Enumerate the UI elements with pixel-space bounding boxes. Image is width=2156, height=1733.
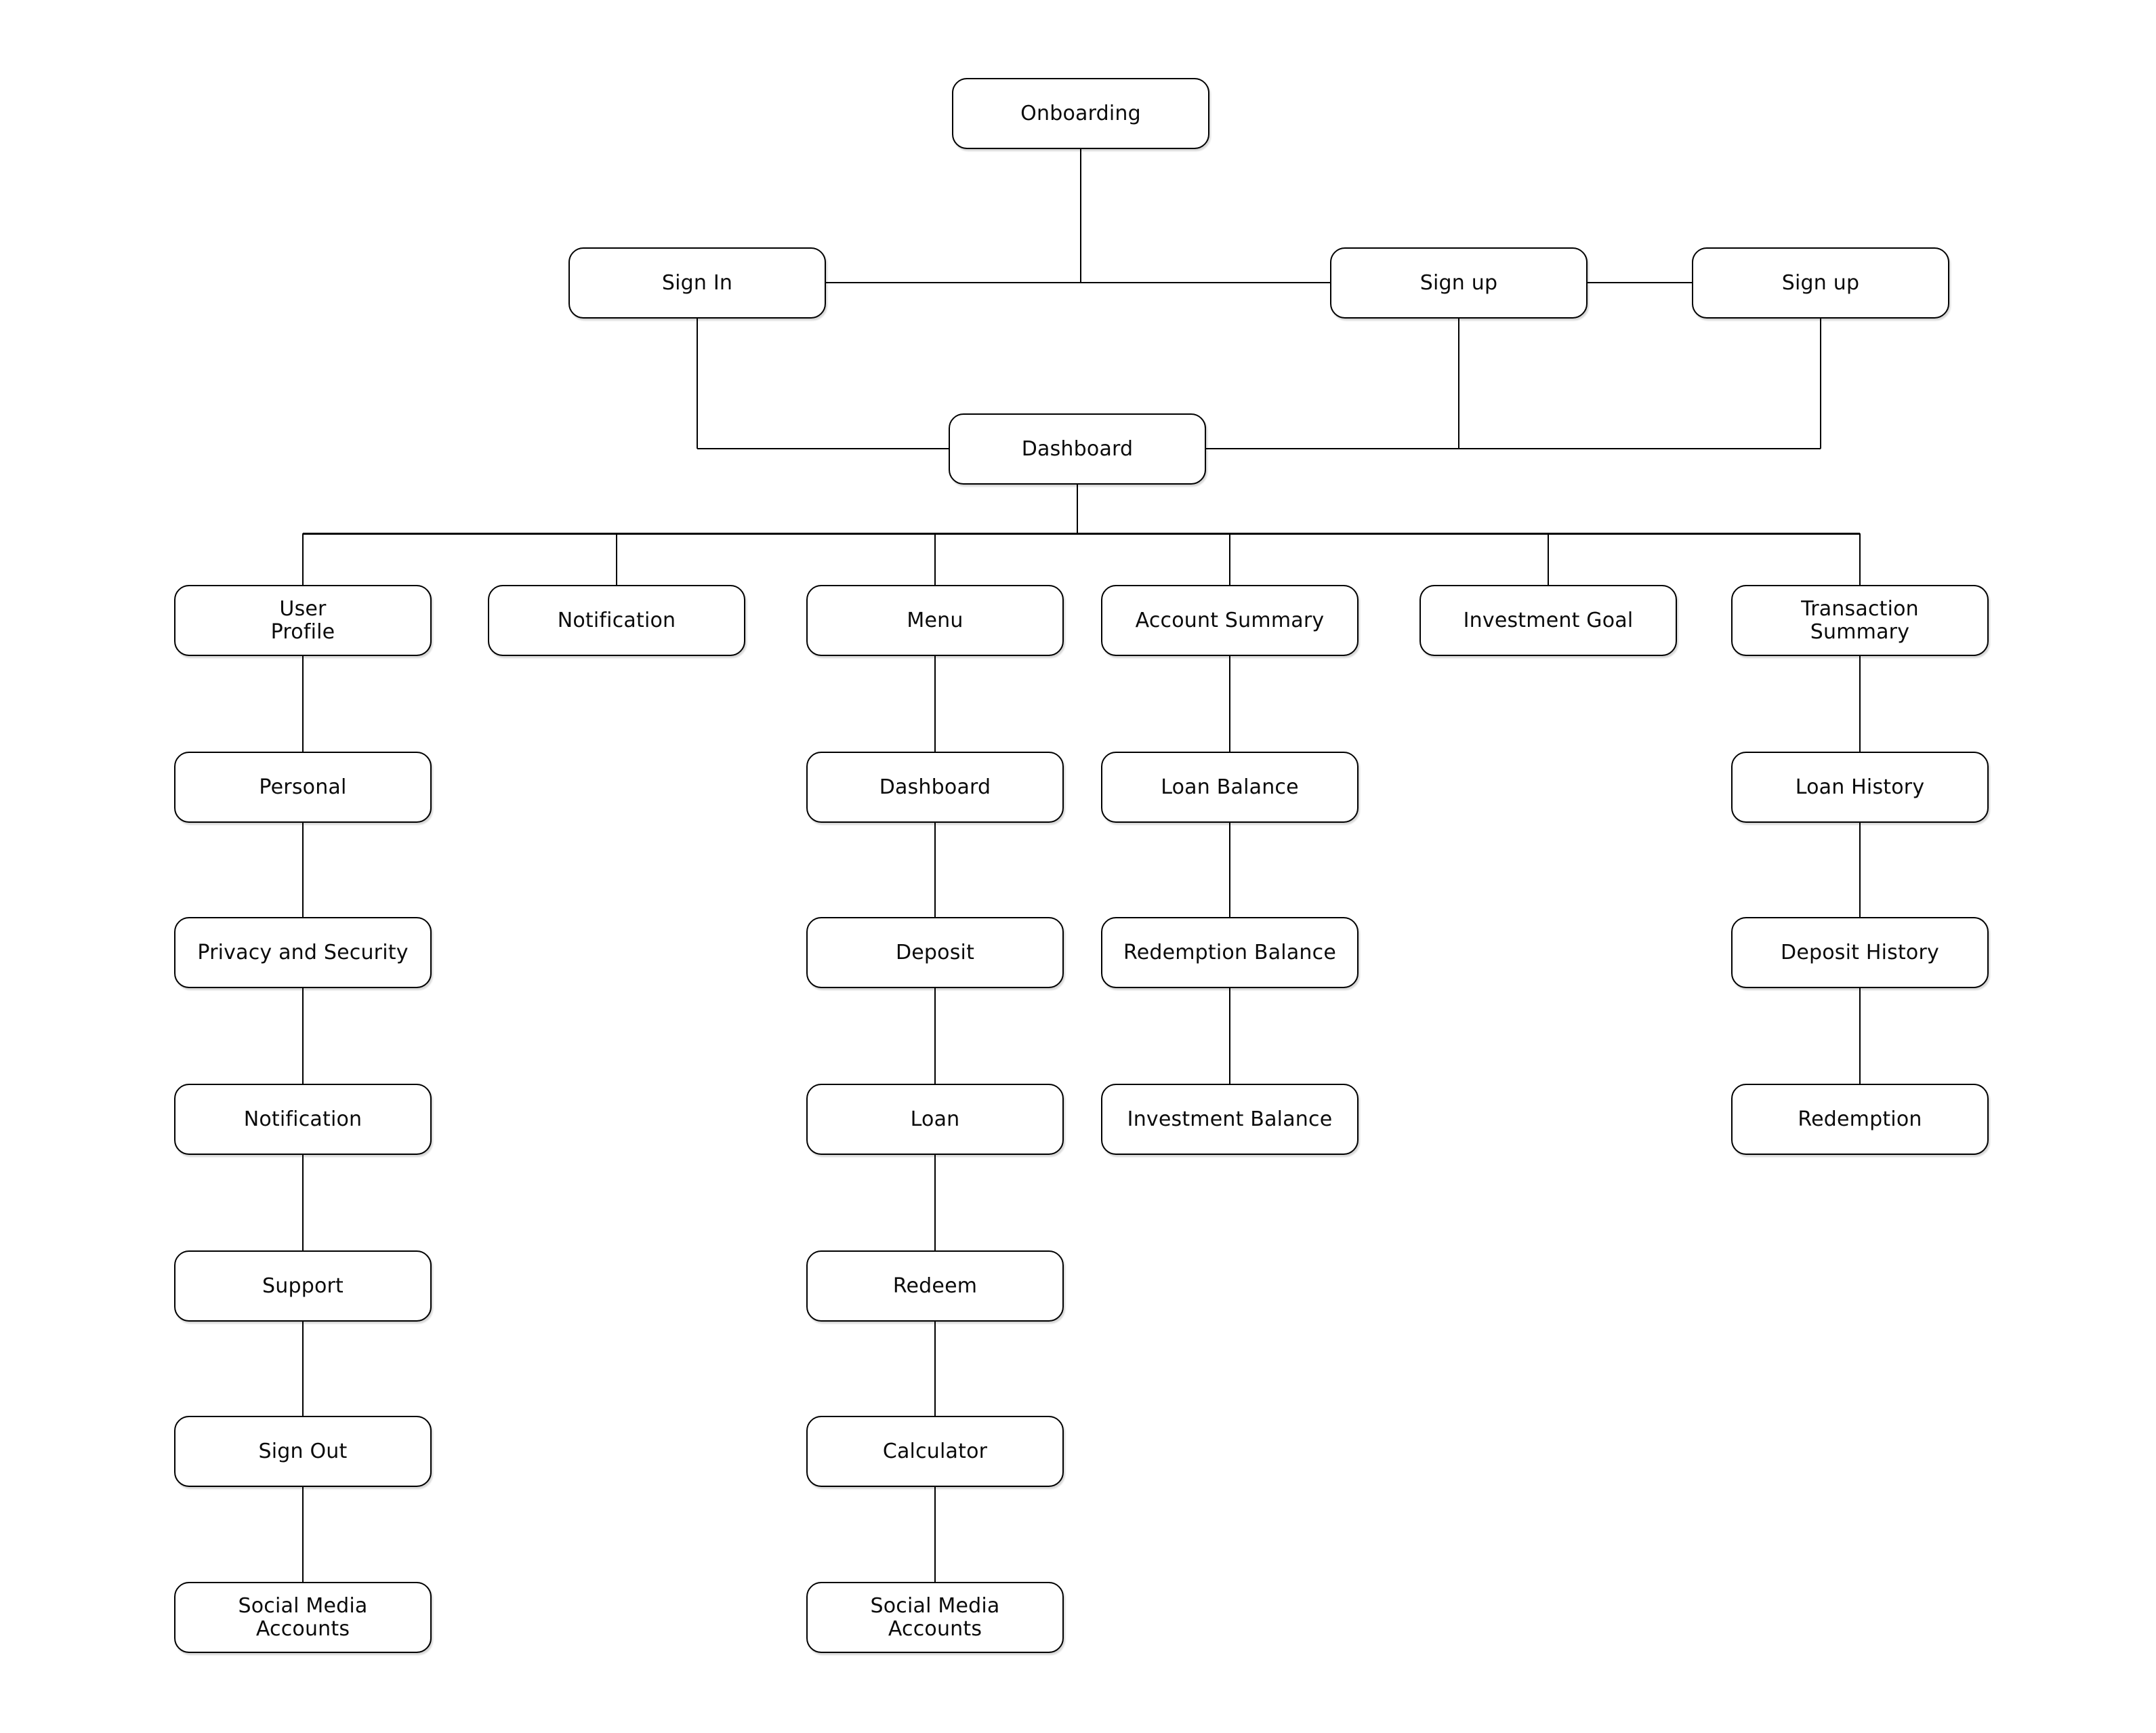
node-label: Privacy and Security — [197, 940, 409, 964]
node-label: Loan Balance — [1161, 775, 1299, 799]
node-label: Menu — [907, 608, 963, 632]
connector-line — [1229, 656, 1230, 752]
node-label: Transaction — [1801, 596, 1919, 621]
node-label: Notification — [557, 608, 676, 632]
connector-line — [302, 823, 304, 917]
node-label: Redeem — [892, 1273, 978, 1298]
connector-line — [1080, 149, 1081, 283]
node-label: Accounts — [888, 1616, 982, 1641]
node-loan[interactable]: Loan — [806, 1084, 1064, 1155]
connector-line — [697, 319, 698, 449]
connector-line — [934, 533, 936, 585]
node-label: Loan History — [1795, 775, 1925, 799]
connector-line — [1859, 988, 1861, 1084]
connector-line — [1229, 533, 1230, 585]
node-label: Redemption Balance — [1123, 940, 1336, 964]
node-redemption-balance[interactable]: Redemption Balance — [1101, 917, 1359, 988]
connector-line — [302, 656, 304, 752]
node-redeem[interactable]: Redeem — [806, 1250, 1064, 1322]
node-personal[interactable]: Personal — [174, 752, 432, 823]
connector-line — [1229, 823, 1230, 917]
node-label: Sign up — [1781, 270, 1860, 295]
connector-line — [1458, 319, 1459, 449]
connector-line — [934, 823, 936, 917]
node-menu[interactable]: Menu — [806, 585, 1064, 656]
node-label: Deposit — [895, 940, 975, 964]
node-label: Onboarding — [1020, 101, 1141, 125]
connector-line — [1206, 448, 1821, 449]
connector-line — [1859, 533, 1861, 585]
node-label: Redemption — [1798, 1107, 1922, 1131]
node-support[interactable]: Support — [174, 1250, 432, 1322]
node-notification-profile[interactable]: Notification — [174, 1084, 432, 1155]
node-menu-dashboard[interactable]: Dashboard — [806, 752, 1064, 823]
connector-line — [697, 448, 949, 449]
node-label: Social Media — [870, 1593, 1000, 1618]
node-label: Investment Balance — [1127, 1107, 1333, 1131]
node-notification-section[interactable]: Notification — [488, 585, 745, 656]
connector-line — [934, 656, 936, 752]
connector-line — [302, 988, 304, 1084]
connector-line — [302, 1487, 304, 1582]
node-label: Sign In — [661, 270, 733, 295]
connector-line — [1820, 319, 1821, 449]
connector-line — [826, 282, 1330, 283]
node-sign-up-2[interactable]: Sign up — [1692, 247, 1949, 319]
connector-line — [934, 988, 936, 1084]
node-label: Notification — [243, 1107, 362, 1131]
node-privacy-and-security[interactable]: Privacy and Security — [174, 917, 432, 988]
node-label: Personal — [259, 775, 347, 799]
node-label: Profile — [270, 619, 335, 644]
node-investment-goal[interactable]: Investment Goal — [1419, 585, 1677, 656]
connector-line — [1077, 485, 1078, 533]
connector-line — [934, 1322, 936, 1416]
node-sign-up-1[interactable]: Sign up — [1330, 247, 1588, 319]
node-loan-history[interactable]: Loan History — [1731, 752, 1989, 823]
connector-line — [1588, 282, 1692, 283]
connector-line — [1548, 533, 1549, 585]
connector-line — [616, 533, 617, 585]
node-label: Dashboard — [1021, 436, 1134, 461]
connector-line — [302, 533, 304, 585]
node-label: Sign Out — [258, 1439, 348, 1463]
node-label: Accounts — [255, 1616, 350, 1641]
connector-line — [934, 1487, 936, 1582]
node-calculator[interactable]: Calculator — [806, 1416, 1064, 1487]
connector-line — [1859, 656, 1861, 752]
node-label: Deposit History — [1781, 940, 1939, 964]
node-label: Support — [262, 1273, 344, 1298]
node-label: Investment Goal — [1463, 608, 1634, 632]
node-label: Dashboard — [879, 775, 991, 799]
node-onboarding[interactable]: Onboarding — [952, 78, 1209, 149]
node-sign-in[interactable]: Sign In — [568, 247, 826, 319]
node-label: Loan — [910, 1107, 960, 1131]
node-loan-balance[interactable]: Loan Balance — [1101, 752, 1359, 823]
connector-line — [303, 532, 1860, 535]
node-label: User — [279, 596, 327, 621]
node-label: Calculator — [882, 1439, 988, 1463]
connector-line — [934, 1155, 936, 1250]
node-deposit-history[interactable]: Deposit History — [1731, 917, 1989, 988]
node-label: Summary — [1810, 619, 1910, 644]
connector-line — [302, 1155, 304, 1250]
node-account-summary[interactable]: Account Summary — [1101, 585, 1359, 656]
node-label: Sign up — [1419, 270, 1498, 295]
connector-line — [302, 1322, 304, 1416]
connector-line — [1859, 823, 1861, 917]
connector-line — [1229, 988, 1230, 1084]
node-label: Social Media — [238, 1593, 368, 1618]
node-redemption[interactable]: Redemption — [1731, 1084, 1989, 1155]
node-dashboard[interactable]: Dashboard — [949, 413, 1206, 485]
node-sign-out[interactable]: Sign Out — [174, 1416, 432, 1487]
node-investment-balance[interactable]: Investment Balance — [1101, 1084, 1359, 1155]
node-deposit[interactable]: Deposit — [806, 917, 1064, 988]
node-label: Account Summary — [1135, 608, 1325, 632]
